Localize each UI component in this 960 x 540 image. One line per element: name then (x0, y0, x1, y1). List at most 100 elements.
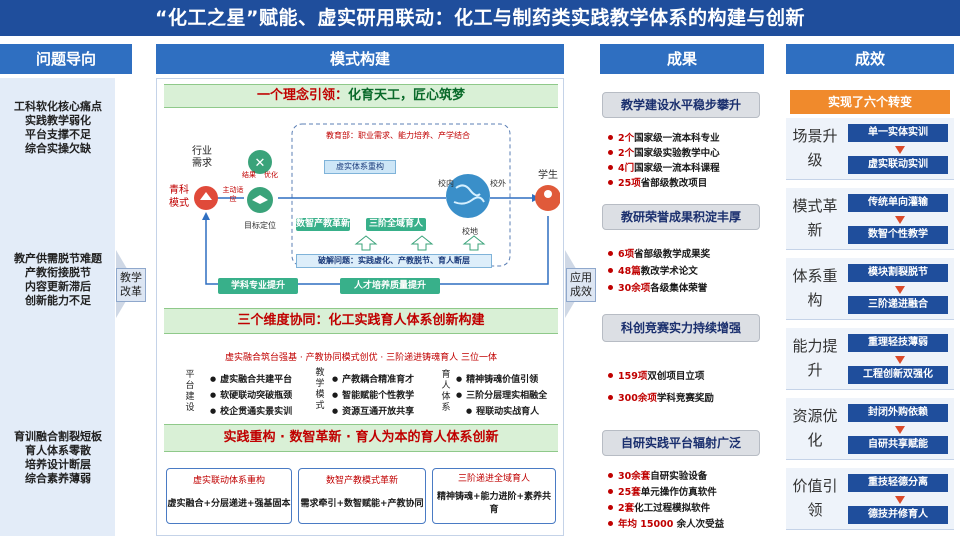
effect-to: 数智个性教学 (848, 226, 948, 244)
achievement-text: 教改学术论文 (640, 266, 698, 277)
effect-to: 三阶递进融合 (848, 296, 948, 314)
achievement-text: 国家级一流本科课程 (634, 163, 720, 174)
problem-line: 产教衔接脱节 (25, 266, 91, 279)
effect-from: 传统单向灌输 (848, 194, 948, 212)
qingke-label: 青科模式 (169, 185, 189, 209)
achievement-text: 自研实验设备 (650, 471, 708, 482)
achievement-item: 30余套自研实验设备 (608, 468, 707, 482)
achievement-num: 年均 15000 (618, 519, 674, 530)
problem-title: 育训融合割裂短板 (14, 430, 102, 443)
active-label: 主动适应 (222, 186, 244, 203)
small-box-body: 需求牵引+数智赋能+产教协同 (300, 499, 424, 509)
effect-row: 资源优化 封闭外购依赖 自研共享赋能 (786, 398, 954, 460)
small-box-body: 精神铸魂+能力进阶+素养共育 (436, 492, 552, 515)
up-arrow-icon (462, 235, 486, 251)
small-box-head: 虚实联动体系重构 (192, 476, 265, 486)
effect-to: 虚实联动实训 (848, 156, 948, 174)
industry-need-label: 行业需求 (192, 146, 212, 169)
student-head (544, 190, 552, 198)
arrow-head (202, 212, 210, 220)
achievement-head-1: 教学建设水平稳步攀升 (602, 92, 760, 118)
student-icon (535, 185, 560, 211)
apply-label: 应用成效 (566, 268, 596, 302)
vr-box: 虚实体系重构 (324, 160, 396, 174)
effect-label: 模式革新 (792, 197, 838, 239)
dim1-item: 校企贯通实景实训 (210, 404, 292, 420)
effect-label: 资源优化 (792, 407, 838, 449)
achievement-num: 159项 (618, 371, 648, 382)
results-column (600, 78, 764, 536)
achievement-num: 30余套 (618, 471, 651, 482)
dim3-list: 精神铸魂价值引领 三阶分层理实相融全 程联动实战育人 (456, 372, 547, 420)
achievement-text: 省部级教学成果奖 (634, 249, 711, 260)
achievement-num: 2个 (618, 133, 635, 144)
up-arrow-icon (354, 235, 378, 251)
achievement-item: 4门国家级一流本科课程 (608, 160, 720, 174)
problem-line: 内容更新滞后 (25, 280, 91, 293)
achievement-num: 48篇 (618, 266, 641, 277)
three-stage-box: 三阶全域育人 (366, 218, 426, 231)
dim3-item: 精神铸魂价值引领 (456, 372, 547, 388)
arrow-down-icon (895, 356, 905, 364)
achievement-item: 25项省部级教改项目 (608, 175, 707, 189)
problem-line: 实践教学弱化 (25, 114, 91, 127)
achievement-num: 25项 (618, 178, 641, 189)
effect-from: 封闭外购依赖 (848, 404, 948, 422)
effect-row: 场景升级 单一实体实训 虚实联动实训 (786, 118, 954, 180)
effect-to: 德技并修育人 (848, 506, 948, 524)
campus-out-label: 校外 (490, 179, 506, 188)
optimize-label: 优化 (264, 171, 278, 179)
band-innovation: 实践重构 · 数智革新 · 育人为本的育人体系创新 (164, 424, 558, 452)
dim3-item: 程联动实战育人 (456, 404, 547, 420)
effect-label: 体系重构 (792, 267, 838, 309)
small-box-head: 三阶递进全域育人 (457, 474, 530, 484)
house-roof (200, 192, 212, 200)
tools-icon (248, 150, 272, 174)
campus-in-label: 校内 (438, 179, 454, 188)
achievement-num: 6项 (618, 249, 635, 260)
student-label: 学生 (538, 170, 558, 181)
effect-row: 价值引领 重技轻德分离 德技并修育人 (786, 468, 954, 530)
up-arrow-icon (410, 235, 434, 251)
reform-label: 教学改革 (116, 268, 146, 302)
achievement-item: 159项双创项目立项 (608, 368, 704, 382)
effect-label: 价值引领 (792, 477, 838, 519)
problem-line: 平台支撑不足 (25, 128, 91, 141)
problem-block-2: 教产供需脱节难题 产教衔接脱节 内容更新滞后 创新能力不足 (6, 252, 110, 308)
coop-line: 虚实融合筑台强基 · 产教协同模式创优 · 三阶递进铸魂育人 三位一体 (224, 353, 498, 363)
globe-continents (453, 184, 485, 205)
dim2-item: 智能赋能个性教学 (332, 388, 414, 404)
arrow-down-icon (895, 146, 905, 154)
achievement-text: 余人次受益 (673, 519, 725, 530)
achievement-head-2: 教研荣誉成果积淀丰厚 (602, 204, 760, 230)
achievement-num: 4门 (618, 163, 635, 174)
dim2-item: 资源互通开放共享 (332, 404, 414, 420)
dim2-label: 教学模式 (315, 368, 325, 411)
effect-from: 模块割裂脱节 (848, 264, 948, 282)
effect-label: 能力提升 (792, 337, 838, 379)
problem-block-3: 育训融合割裂短板 育人体系零散 培养设计断层 综合素养薄弱 (6, 430, 110, 486)
achievement-num: 25套 (618, 487, 641, 498)
effect-label: 场景升级 (792, 127, 838, 169)
dim1-list: 虚实融合共建平台 软硬联动突破瓶颈 校企贯通实景实训 (210, 372, 292, 420)
dim1-item: 软硬联动突破瓶颈 (210, 388, 292, 404)
dim1-label: 平台建设 (185, 370, 195, 413)
problem-line: 育人体系零散 (25, 444, 91, 457)
result-label: 结果 (242, 171, 256, 179)
effect-to: 工程创新双强化 (848, 366, 948, 384)
achievement-item: 25套单元操作仿真软件 (608, 484, 717, 498)
band-concept-highlight: 化育天工，匠心筑梦 (348, 88, 466, 103)
digital-box: 数智产教革新 (296, 218, 351, 231)
achievement-item: 300余项学科竞赛奖励 (608, 390, 714, 404)
effects-head: 实现了六个转变 (790, 90, 950, 114)
effect-row: 能力提升 重理轻技薄弱 工程创新双强化 (786, 328, 954, 390)
achievement-text: 省部级教改项目 (640, 178, 708, 189)
small-box-head: 数智产教模式革新 (325, 476, 398, 486)
arrow-down-icon (895, 286, 905, 294)
quality-button: 人才培养质量提升 (340, 278, 440, 294)
problem-title: 教产供需脱节难题 (14, 252, 102, 265)
problem-line: 培养设计断层 (25, 458, 91, 471)
band-concept-prefix: 一个理念引领： (256, 88, 348, 103)
campus-land-label: 校地 (462, 227, 478, 236)
problem-line: 综合实操欠缺 (25, 142, 91, 155)
